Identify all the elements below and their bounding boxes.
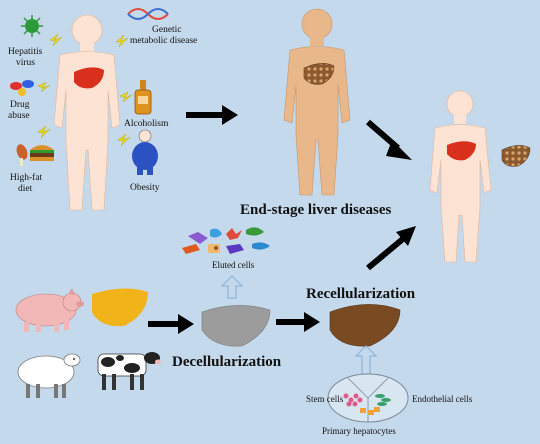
pills-icon <box>10 80 34 96</box>
obese-person-icon <box>132 129 158 175</box>
lightning-icon <box>49 33 63 47</box>
end-stage-body-figure <box>283 8 351 196</box>
lightning-icon <box>119 91 133 103</box>
label-recellularization: Recellularization <box>306 286 416 302</box>
label-stem-cells: Stem cells <box>306 394 344 404</box>
cirrhotic-liver-middle <box>303 63 335 85</box>
cirrhotic-liver-removed <box>501 145 531 167</box>
label-obesity: Obesity <box>130 183 160 193</box>
lightning-icon <box>117 133 131 147</box>
healthy-liver-left <box>74 67 104 89</box>
arrow-to-recellularization <box>276 312 320 332</box>
lightning-bolts <box>37 33 133 147</box>
pig-liver <box>92 288 148 327</box>
arrow-to-end-stage <box>186 105 238 125</box>
drumstick-icon <box>16 144 28 166</box>
label-high-fat-2: diet <box>18 184 33 194</box>
eluted-cells-icon <box>182 227 270 254</box>
label-decellularization: Decellularization <box>172 354 282 370</box>
healthy-liver-right <box>447 141 476 161</box>
recovered-body-figure <box>429 90 492 263</box>
cow-icon <box>97 352 161 390</box>
virus-icon <box>21 15 43 37</box>
recellularized-liver <box>329 304 401 347</box>
arrow-from-recellularization <box>366 226 416 271</box>
dna-icon <box>127 8 169 20</box>
hollow-arrow-up-cells <box>354 345 378 375</box>
label-genetic-2: metabolic disease <box>130 36 197 46</box>
label-high-fat: High-fat <box>10 172 43 183</box>
label-eluted-cells: Eluted cells <box>212 260 255 270</box>
label-genetic: Genetic <box>152 25 182 35</box>
label-primary-hepatocytes: Primary hepatocytes <box>322 426 396 436</box>
pig-icon <box>15 288 84 332</box>
label-end-stage: End-stage liver diseases <box>240 202 392 218</box>
label-hepatitis-2: virus <box>16 58 35 68</box>
hollow-arrow-up-eluted <box>220 275 244 299</box>
label-hepatitis: Hepatitis <box>8 47 43 57</box>
label-drug-2: abuse <box>8 111 30 121</box>
arrow-to-decellularization <box>148 314 194 334</box>
lightning-icon <box>115 34 129 48</box>
petri-dish <box>327 373 409 423</box>
label-drug: Drug <box>10 100 30 110</box>
lightning-icon <box>37 125 51 139</box>
label-endothelial-cells: Endothelial cells <box>412 394 473 404</box>
burger-icon <box>30 145 54 161</box>
beer-bottle-icon <box>134 80 152 115</box>
arrow-to-patient <box>366 119 412 160</box>
decellularized-liver <box>201 305 271 347</box>
label-alcoholism: Alcoholism <box>124 119 169 129</box>
healthy-body-figure <box>53 14 121 211</box>
sheep-icon <box>17 353 81 398</box>
lightning-icon <box>37 81 51 93</box>
